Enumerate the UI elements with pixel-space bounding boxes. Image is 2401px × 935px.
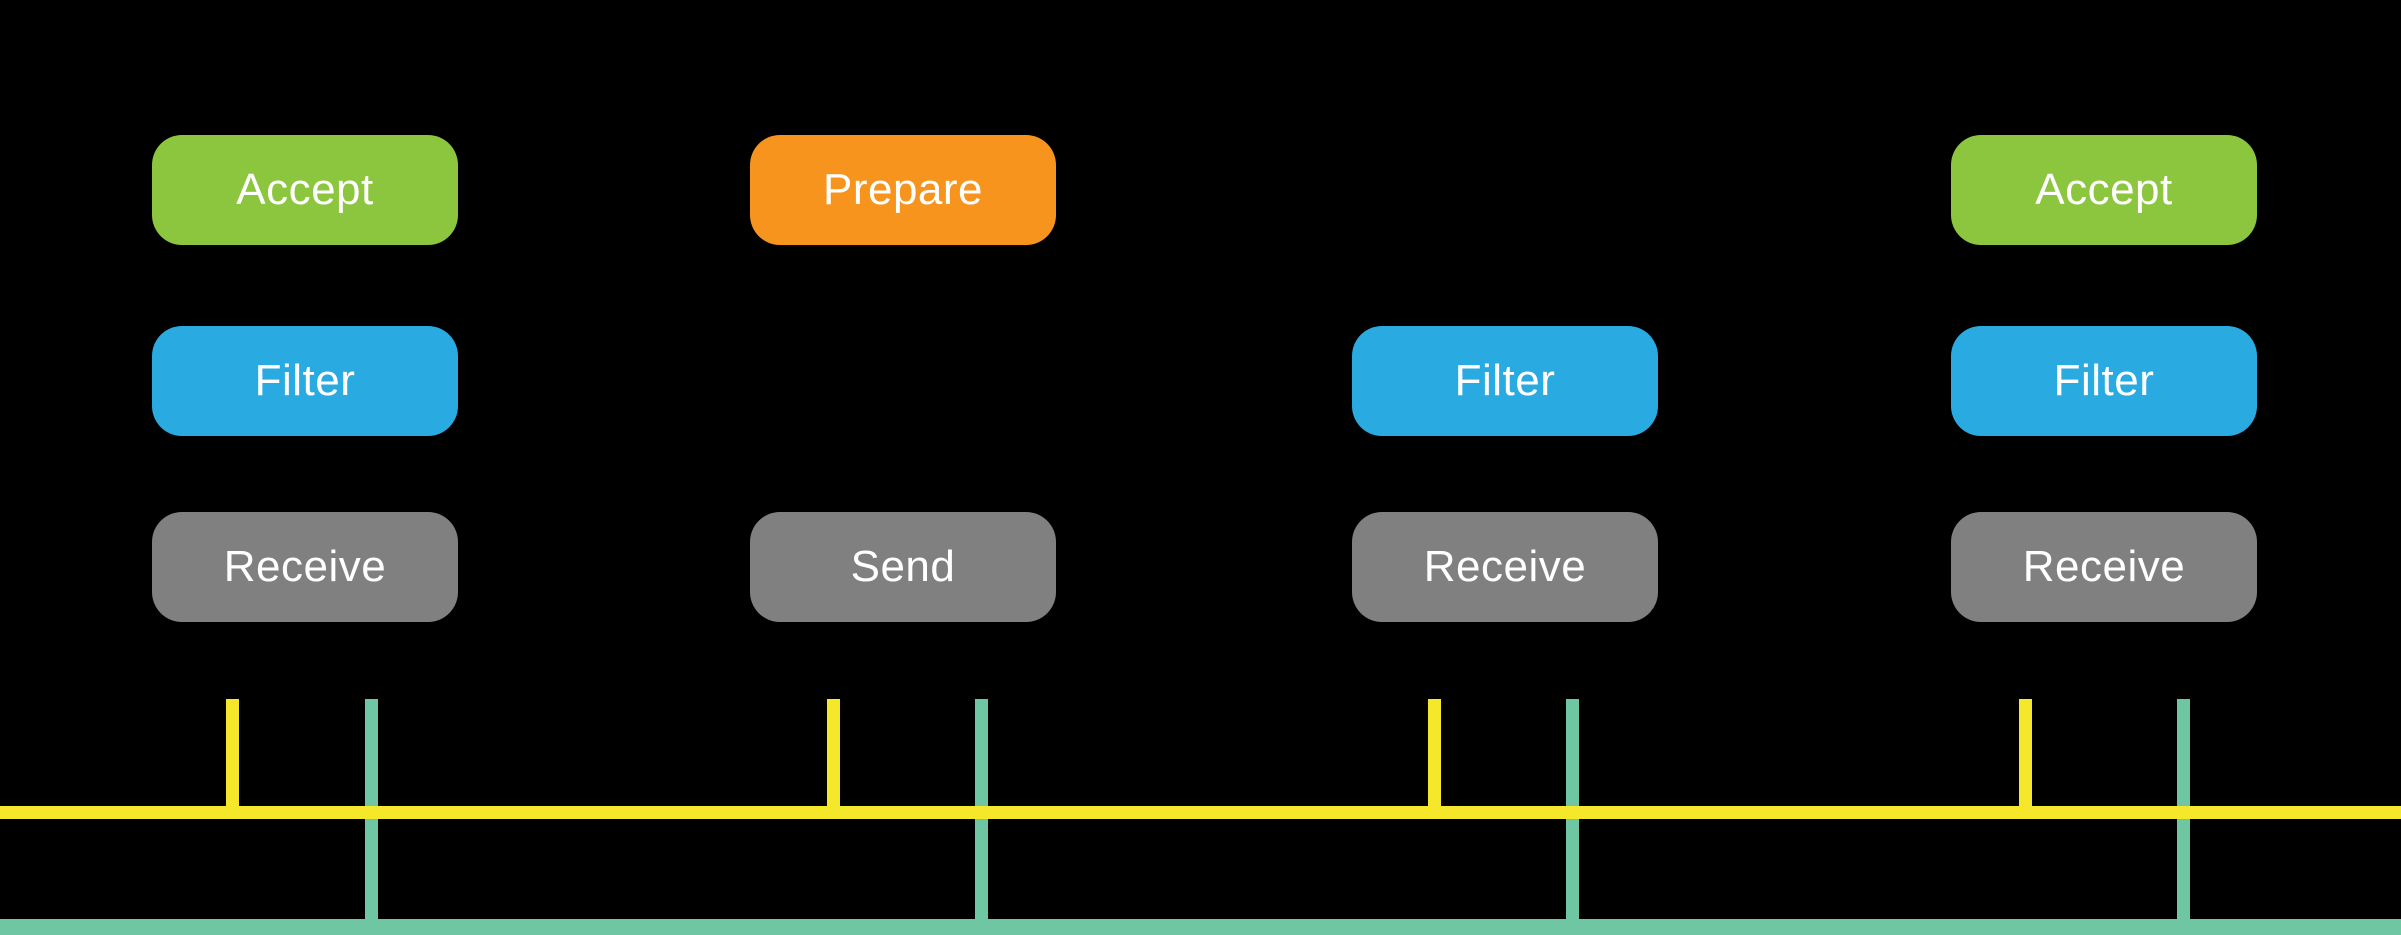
yellow-drop-line (226, 699, 239, 819)
node-filter: Filter (1951, 326, 2257, 436)
yellow-drop-line (827, 699, 840, 819)
node-accept: Accept (1951, 135, 2257, 245)
node-accept: Accept (152, 135, 458, 245)
teal-bus-line (0, 919, 2401, 935)
node-prepare: Prepare (750, 135, 1056, 245)
node-filter: Filter (1352, 326, 1658, 436)
node-receive: Receive (1352, 512, 1658, 622)
yellow-drop-line (2019, 699, 2032, 819)
yellow-drop-line (1428, 699, 1441, 819)
yellow-bus-line (0, 806, 2401, 819)
node-receive: Receive (1951, 512, 2257, 622)
node-filter: Filter (152, 326, 458, 436)
node-receive: Receive (152, 512, 458, 622)
node-send: Send (750, 512, 1056, 622)
